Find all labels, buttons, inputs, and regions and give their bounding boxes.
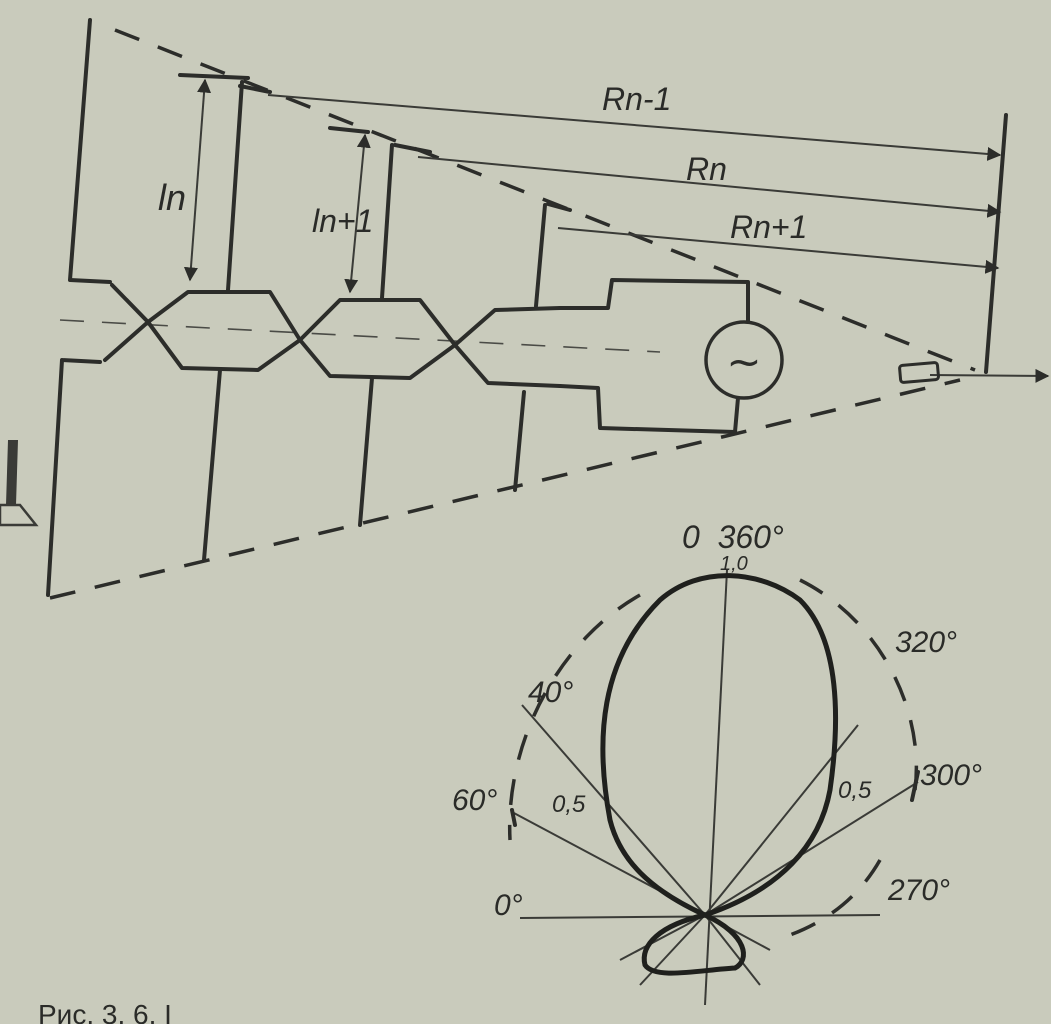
antenna-axis: [59, 319, 661, 353]
direction-arrow: [929, 368, 1050, 383]
element-2-lower: [202, 368, 222, 562]
element-1-upper: [68, 18, 112, 284]
generator-circle: [704, 320, 784, 400]
angle-label-320: 320°: [895, 626, 957, 659]
label-r-n-plus-1: Rn+1: [730, 209, 807, 245]
reference-vertical: [984, 113, 1008, 374]
ticks-element-tops: [178, 73, 572, 212]
label-r-n: Rn: [686, 151, 727, 187]
envelope-lower: [49, 378, 961, 600]
radial-0: [704, 569, 728, 1006]
back-lobe: [641, 912, 746, 976]
observation-point-icon: [898, 361, 940, 384]
dim-r-n-minus-1: [267, 94, 1002, 161]
feed-to-generator: [558, 278, 750, 434]
radial-300: [704, 781, 919, 916]
tick-right: [910, 770, 920, 802]
feed-line-cross: [103, 283, 562, 388]
main-lobe: [600, 573, 839, 918]
element-4-upper: [534, 203, 547, 308]
angle-label-60: 60°: [452, 784, 497, 817]
angle-label-40: 40°: [528, 676, 573, 709]
tick-left: [510, 808, 517, 827]
angle-label-300: 300°: [920, 759, 982, 792]
dim-r-n-plus-1: [557, 227, 1000, 274]
edge-object-base: [0, 503, 39, 527]
element-3-lower: [358, 376, 374, 527]
envelope-upper: [114, 28, 976, 372]
antenna-schematic: ~ Rn-1 Rn Rn+1 ln ln+1: [0, 18, 1050, 600]
generator-sine-icon: ~: [726, 337, 761, 386]
dim-r-n: [417, 156, 1002, 218]
dim-l-n-plus-1: [344, 133, 371, 294]
element-1-lower: [46, 358, 102, 597]
label-l-n: ln: [158, 177, 186, 218]
element-3-upper: [380, 143, 394, 300]
angle-label-top: 0 360°: [682, 519, 784, 555]
angle-label-270: 270°: [887, 874, 950, 907]
value-label-left: 0,5: [552, 791, 586, 818]
figure-caption: Рис. 3. 6. I: [38, 999, 172, 1024]
element-2-upper: [226, 80, 244, 292]
radials-bottom: [619, 914, 771, 986]
unit-circle: [507, 578, 919, 937]
label-r-n-minus-1: Rn-1: [602, 81, 671, 117]
edge-object-icon: [6, 440, 18, 505]
label-l-n-plus-1: ln+1: [312, 203, 373, 239]
dim-l-n: [183, 78, 212, 282]
value-label-right: 0,5: [838, 777, 872, 804]
element-4-lower: [513, 390, 526, 492]
angle-label-0: 0°: [494, 889, 523, 922]
radiation-pattern: 0 360° 1,0 320° 300° 270° 40° 60° 0° 0,5…: [452, 519, 982, 1006]
value-label-top: 1,0: [720, 553, 748, 575]
radial-40: [521, 704, 706, 916]
